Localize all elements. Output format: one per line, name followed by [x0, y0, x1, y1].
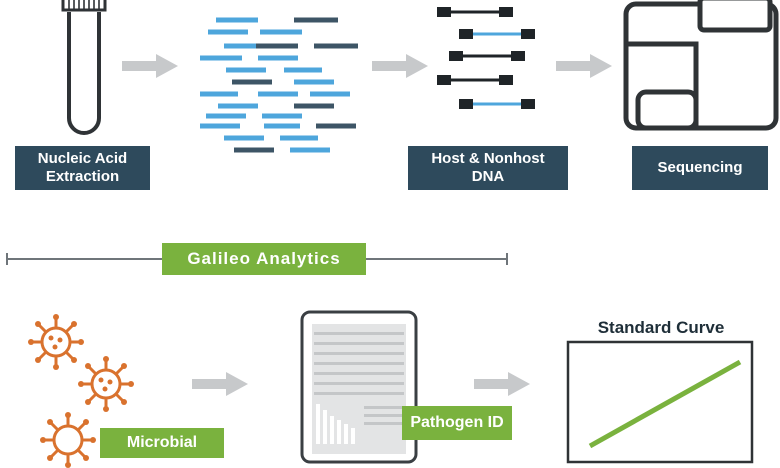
sequencing-label: Sequencing — [632, 146, 768, 190]
microbial-label: Microbial — [100, 428, 224, 458]
galileo-analytics-banner: Galileo Analytics — [162, 243, 366, 275]
arrow-right-icon — [192, 372, 248, 396]
dna-fragments-icon — [200, 17, 358, 153]
pathogen-id-label: Pathogen ID — [402, 406, 512, 440]
arrow-right-icon — [474, 372, 530, 396]
standard-curve-chart — [566, 340, 754, 464]
dna-strands-icon — [437, 7, 535, 109]
divider-end-cap — [506, 253, 508, 265]
arrow-right-icon — [372, 54, 428, 78]
virus-icon — [40, 412, 96, 468]
standard-curve-line — [588, 359, 742, 449]
standard-curve-title: Standard Curve — [597, 318, 725, 337]
virus-icon — [28, 314, 84, 370]
sequencer-icon — [623, 0, 779, 131]
nucleic-acid-extraction-label: Nucleic Acid Extraction — [15, 146, 150, 190]
arrow-right-icon — [122, 54, 178, 78]
test-tube-icon — [61, 0, 107, 135]
arrow-right-icon — [556, 54, 612, 78]
divider-end-cap — [6, 253, 8, 265]
host-nonhost-dna-label: Host & Nonhost DNA — [408, 146, 568, 190]
virus-icon — [78, 356, 134, 412]
